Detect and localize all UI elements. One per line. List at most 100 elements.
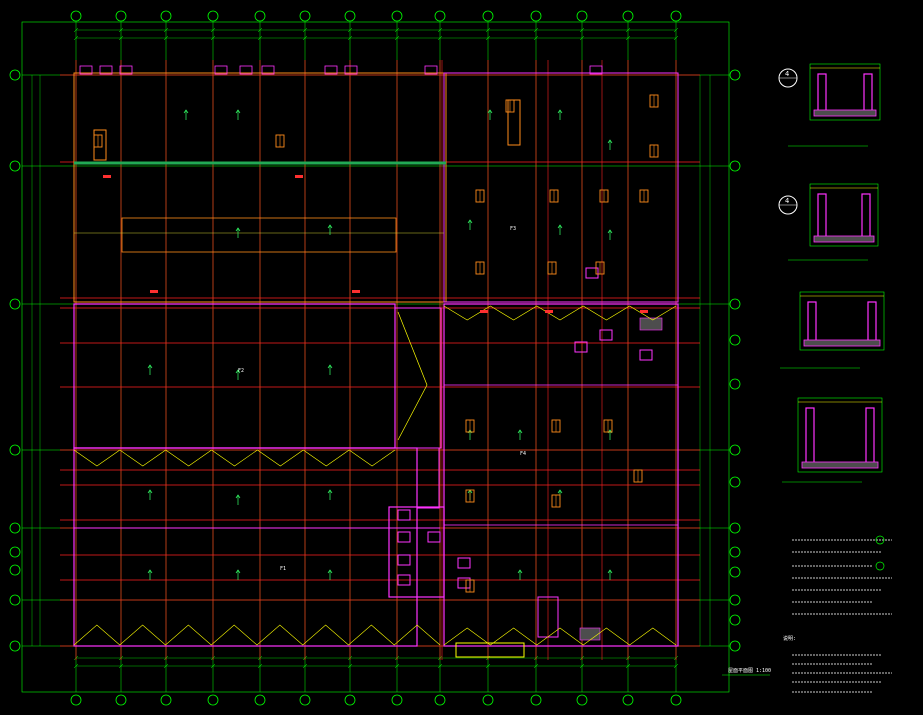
slope-arrow-head	[327, 569, 333, 574]
axis-bubble-bottom	[299, 694, 311, 706]
axis-bubble-right	[729, 640, 741, 652]
axis-bubble-right	[729, 546, 741, 558]
room-label-f3: F3	[510, 226, 516, 232]
equipment-box	[397, 554, 411, 566]
axis-bubble-top	[160, 10, 172, 22]
door-symbols	[93, 94, 659, 593]
dimension-tick	[579, 35, 585, 41]
equipment-box	[397, 509, 411, 521]
axis-bubble-bottom	[482, 694, 494, 706]
detail-section-2-frame	[809, 183, 879, 247]
slope-arrow-head	[557, 109, 563, 114]
axis-bubble-top	[670, 10, 682, 22]
dimension-tick	[210, 663, 216, 669]
dimension-tick	[118, 663, 124, 669]
roof-vent	[239, 65, 253, 75]
dimension-tick	[625, 35, 631, 41]
note-bubble	[875, 561, 885, 571]
equipment-box	[574, 341, 588, 353]
dimension-tick	[485, 27, 491, 33]
slope-arrow-head	[607, 229, 613, 234]
slope-arrow-head	[235, 569, 241, 574]
roof-drain	[150, 290, 158, 293]
slope-arrow-head	[557, 489, 563, 494]
slope-arrow-head	[557, 224, 563, 229]
room-label-f4: F4	[520, 451, 526, 457]
right-middle-zone	[443, 384, 679, 526]
axis-bubble-right	[729, 594, 741, 606]
axis-bubble-left	[9, 298, 21, 310]
equipment-box	[397, 574, 411, 586]
lower-left-block	[73, 447, 418, 647]
dimension-tick	[625, 27, 631, 33]
axis-bubble-top	[434, 10, 446, 22]
dimension-tick	[394, 27, 400, 33]
dimension-tick	[437, 663, 443, 669]
slope-arrow-head	[517, 429, 523, 434]
slope-arrow-head	[235, 227, 241, 232]
wall-outlines	[73, 65, 679, 658]
slope-arrow-head	[147, 569, 153, 574]
slope-arrow-head	[467, 219, 473, 224]
axis-bubble-top	[391, 10, 403, 22]
dimension-tick	[302, 27, 308, 33]
dimension-tick	[533, 27, 539, 33]
axis-bubble-top	[530, 10, 542, 22]
axis-bubble-bottom	[160, 694, 172, 706]
roof-vent	[589, 65, 603, 75]
equipment-box	[585, 267, 599, 279]
dimension-tick	[73, 27, 79, 33]
axis-bubble-bottom	[254, 694, 266, 706]
roof-vent	[344, 65, 358, 75]
slope-arrow-head	[327, 224, 333, 229]
axis-bubble-left	[9, 640, 21, 652]
detail-sections: 4 4	[722, 63, 885, 676]
slope-zigzag-upper	[73, 449, 396, 467]
axis-bubble-bottom	[434, 694, 446, 706]
axis-bubble-top	[299, 10, 311, 22]
entrance-canopy	[455, 642, 525, 658]
slope-zigzag-lower	[73, 624, 441, 646]
dimension-tick	[347, 35, 353, 41]
slope-arrow-head	[327, 489, 333, 494]
axis-bubble-right	[729, 444, 741, 456]
dimension-tick	[73, 35, 79, 41]
equipment-box	[457, 557, 471, 569]
axis-bubble-right	[729, 476, 741, 488]
axis-bubble-right	[729, 522, 741, 534]
notes-title: 说明:	[783, 635, 796, 642]
axis-bubbles	[9, 10, 741, 706]
slope-arrow-head	[235, 494, 241, 499]
axis-bubble-bottom	[530, 694, 542, 706]
outer-frame	[21, 21, 730, 693]
roof-drain	[480, 310, 488, 313]
dimension-tick	[118, 27, 124, 33]
detail-section-1-frame	[809, 63, 881, 121]
axis-bubble-top	[115, 10, 127, 22]
skylight-frame	[121, 217, 397, 253]
dimension-tick	[533, 663, 539, 669]
axis-bubble-right	[729, 160, 741, 172]
equipment-pad	[639, 317, 663, 331]
axis-bubble-bottom	[70, 694, 82, 706]
axis-bubble-bottom	[576, 694, 588, 706]
detail-marker-2: 4	[778, 195, 798, 215]
detail-section-3-frame	[799, 291, 885, 351]
room-label-f2: F2	[238, 368, 244, 374]
dimension-tick	[485, 663, 491, 669]
roof-drain	[352, 290, 360, 293]
axis-bubble-top	[254, 10, 266, 22]
slope-arrow-head	[147, 489, 153, 494]
axis-bubble-left	[9, 69, 21, 81]
axis-bubble-bottom	[344, 694, 356, 706]
axis-bubble-top	[622, 10, 634, 22]
slope-arrow-head	[183, 109, 189, 114]
axis-bubble-left	[9, 546, 21, 558]
slope-arrow-head	[487, 109, 493, 114]
axis-bubble-top	[576, 10, 588, 22]
axis-bubble-bottom	[115, 694, 127, 706]
dimension-tick	[533, 35, 539, 41]
axis-bubble-left	[9, 522, 21, 534]
